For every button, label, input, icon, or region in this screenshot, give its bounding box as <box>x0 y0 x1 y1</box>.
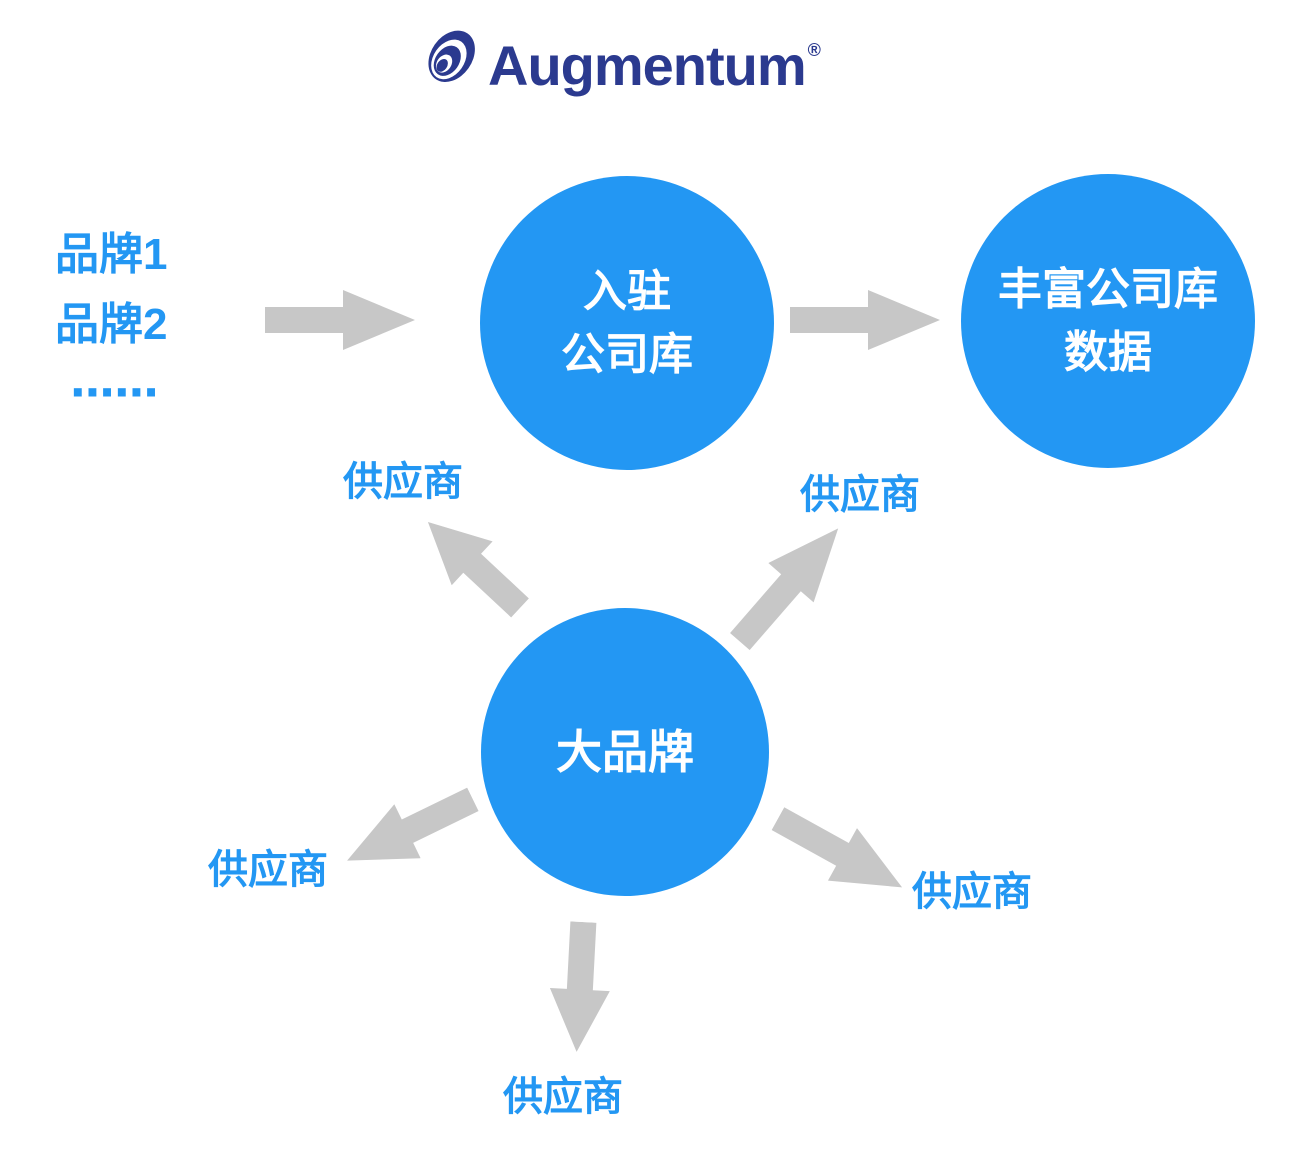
node-big-brand: 大品牌 <box>481 608 769 896</box>
node-label-line: 数据 <box>1064 328 1152 377</box>
node-label-line: 丰富公司库 <box>998 265 1218 314</box>
arrow-brands-to-join-library <box>265 290 415 350</box>
node-label-line: 公司库 <box>561 330 693 379</box>
supplier-label-top-left: 供应商 <box>343 460 463 504</box>
node-label-line: 大品牌 <box>556 726 694 778</box>
node-enrich-company-library-data: 丰富公司库 数据 <box>961 174 1255 468</box>
arrow-bigbrand-to-supplier-top-right <box>717 509 861 662</box>
node-label-line: 入驻 <box>583 267 671 316</box>
supplier-label-bottom-left: 供应商 <box>208 848 328 892</box>
brand-list-item-2: 品牌2 <box>55 300 168 349</box>
brand-list-ellipsis: ······ <box>70 360 162 423</box>
arrow-bigbrand-to-supplier-top-left <box>407 500 540 630</box>
augmentum-logo: Augmentum ® <box>422 22 821 94</box>
brand-list-item-1: 品牌1 <box>55 230 168 279</box>
logo-wordmark: Augmentum <box>488 34 807 97</box>
arrow-join-to-enrich-library <box>790 290 940 350</box>
node-join-company-library: 入驻 公司库 <box>480 176 774 470</box>
augmentum-swirl-icon <box>422 24 480 92</box>
supplier-label-top-right: 供应商 <box>800 473 920 517</box>
arrow-bigbrand-to-supplier-bottom <box>547 921 614 1054</box>
arrow-bigbrand-to-supplier-bottom-left <box>334 772 486 887</box>
supplier-label-bottom-right: 供应商 <box>912 870 1032 914</box>
supplier-label-bottom: 供应商 <box>503 1075 623 1119</box>
registered-trademark-symbol: ® <box>807 40 821 60</box>
arrow-bigbrand-to-supplier-bottom-right <box>763 792 916 913</box>
